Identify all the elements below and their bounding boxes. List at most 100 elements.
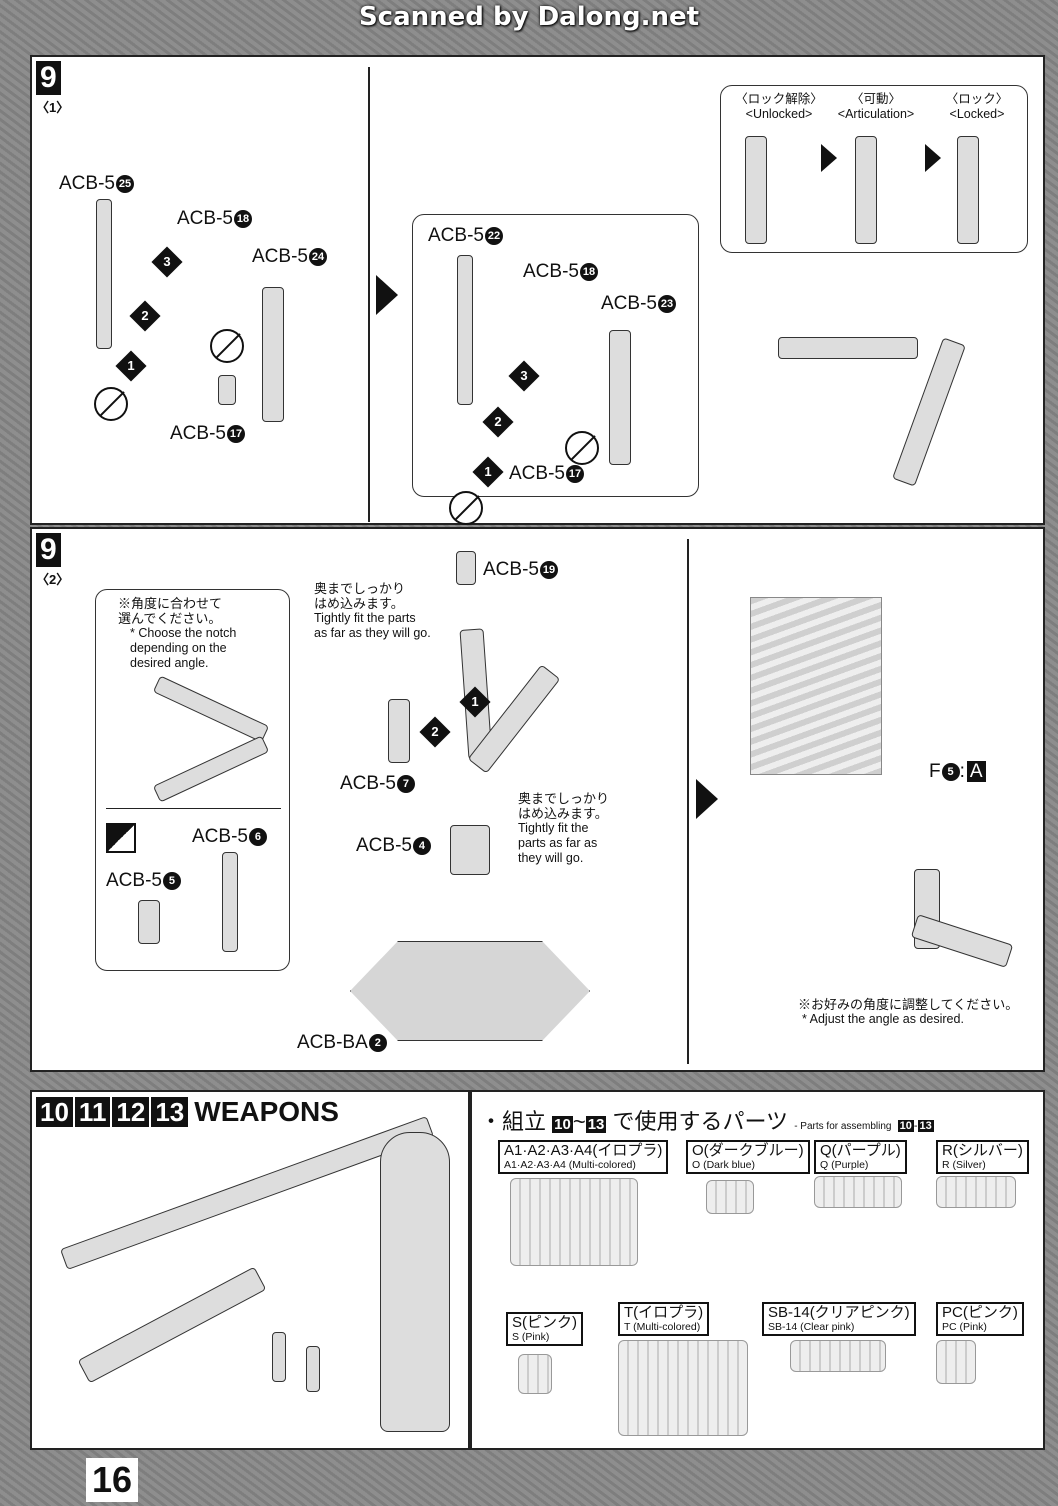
stand-tip: [456, 551, 476, 585]
stand-base: [350, 941, 590, 1041]
runner-label-r: R(シルバー)R (Silver): [936, 1140, 1029, 1174]
runner-label-a: A1·A2·A3·A4(イロプラ)A1·A2·A3·A4 (Multi-colo…: [498, 1140, 669, 1174]
joint-unlocked: [745, 136, 767, 244]
fit-note-1: 奥までしっかり はめ込みます。Tightly fit the parts as …: [314, 581, 431, 640]
stand-arm-part: [609, 330, 631, 465]
stand-arm-assembled: [778, 337, 918, 359]
runner-pc-image: [936, 1340, 976, 1384]
runner-r-image: [936, 1176, 1016, 1208]
arrow-icon: [925, 144, 941, 172]
adjust-note: ※お好みの角度に調整してください。* Adjust the angle as d…: [798, 997, 1019, 1026]
next-arrow-icon: [696, 779, 718, 819]
state-locked: 〈ロック〉<Locked>: [945, 92, 1009, 121]
step-9-2-panel: 9 〈2〉 ※角度に合わせて 選んでください。 * Choose the not…: [30, 527, 1045, 1072]
stand-arm-part: [96, 199, 112, 349]
order-marker: 2: [482, 406, 514, 438]
runner-t-image: [618, 1340, 748, 1436]
order-marker: 1: [472, 456, 504, 488]
weapons-title: WEAPONS: [194, 1096, 339, 1127]
rifle: [77, 1266, 267, 1384]
state-unlocked: 〈ロック解除〉<Unlocked>: [735, 92, 823, 121]
step-number: 10: [36, 1097, 73, 1127]
joint-articulation: [855, 136, 877, 244]
divider: [687, 539, 689, 1064]
grip-part: [306, 1346, 320, 1392]
runner-s-image: [518, 1354, 552, 1394]
runner-note-icon: [106, 823, 136, 853]
runner-label-sb14: SB-14(クリアピンク)SB-14 (Clear pink): [762, 1302, 916, 1336]
runner-label-q: Q(パープル)Q (Purple): [814, 1140, 907, 1174]
runner-a-image: [510, 1178, 638, 1266]
grip-part: [272, 1332, 286, 1382]
note-en: * Choose the notch depending on the desi…: [130, 626, 237, 670]
step-number: 9: [36, 533, 61, 567]
runner-label-s: S(ピンク)S (Pink): [506, 1312, 583, 1346]
page-number: 16: [86, 1458, 138, 1502]
prohibited-icon: [449, 491, 483, 525]
joint-part: [218, 375, 236, 405]
next-arrow-icon: [376, 275, 398, 315]
order-marker: 1: [459, 686, 491, 718]
order-marker: 3: [151, 246, 183, 278]
divider: [106, 808, 281, 809]
model-figure: [750, 597, 882, 775]
step-sub: 〈2〉: [36, 572, 70, 587]
runner-label-t: T(イロプラ)T (Multi-colored): [618, 1302, 710, 1336]
step-number: 13: [151, 1097, 189, 1127]
order-marker: 3: [508, 360, 540, 392]
runner-label-pc: PC(ピンク)PC (Pink): [936, 1302, 1024, 1336]
runner-label-o: O(ダークブルー)O (Dark blue): [686, 1140, 810, 1174]
weapons-panel: 10 11 12 13 WEAPONS: [30, 1090, 470, 1450]
order-marker: 1: [115, 350, 147, 382]
stand-post: [450, 825, 490, 875]
runner-o-image: [706, 1180, 754, 1214]
stand-arm-part: [262, 287, 284, 422]
runner-q-image: [814, 1176, 902, 1208]
step-number: 9: [36, 61, 61, 95]
fit-note-2: 奥までしっかり はめ込みます。Tightly fit the parts as …: [518, 791, 610, 865]
arrow-icon: [821, 144, 837, 172]
order-marker: 2: [129, 300, 161, 332]
sword: [59, 1115, 435, 1271]
notch-part: [152, 675, 270, 743]
weapons-header: 10 11 12 13 WEAPONS: [36, 1096, 339, 1128]
notch-inset: ※角度に合わせて 選んでください。 * Choose the notch dep…: [95, 589, 290, 971]
divider: [368, 67, 370, 522]
prohibited-icon: [210, 329, 244, 363]
order-marker: 2: [419, 716, 451, 748]
step-number: 12: [112, 1097, 150, 1127]
parts-panel: ・組立 10~13 で使用するパーツ - Parts for assemblin…: [470, 1090, 1045, 1450]
step-sub: 〈1〉: [36, 100, 70, 115]
prohibited-icon: [94, 387, 128, 421]
state-articulation: 〈可動〉<Articulation>: [837, 92, 915, 121]
parts-heading: ・組立 10~13 で使用するパーツ - Parts for assemblin…: [480, 1109, 934, 1134]
note-jp: ※角度に合わせて 選んでください。: [118, 596, 223, 626]
part-6: [222, 852, 238, 952]
part-5: [138, 900, 160, 944]
prohibited-icon: [565, 431, 599, 465]
connector-part: [388, 699, 410, 763]
stand-arm-part: [457, 255, 473, 405]
runner-sb14-image: [790, 1340, 886, 1372]
lock-states-inset: 〈ロック解除〉<Unlocked> 〈可動〉<Articulation> 〈ロッ…: [720, 85, 1028, 253]
step-number: 11: [74, 1097, 111, 1127]
stand-arm: [910, 914, 1014, 968]
shield: [380, 1132, 450, 1432]
